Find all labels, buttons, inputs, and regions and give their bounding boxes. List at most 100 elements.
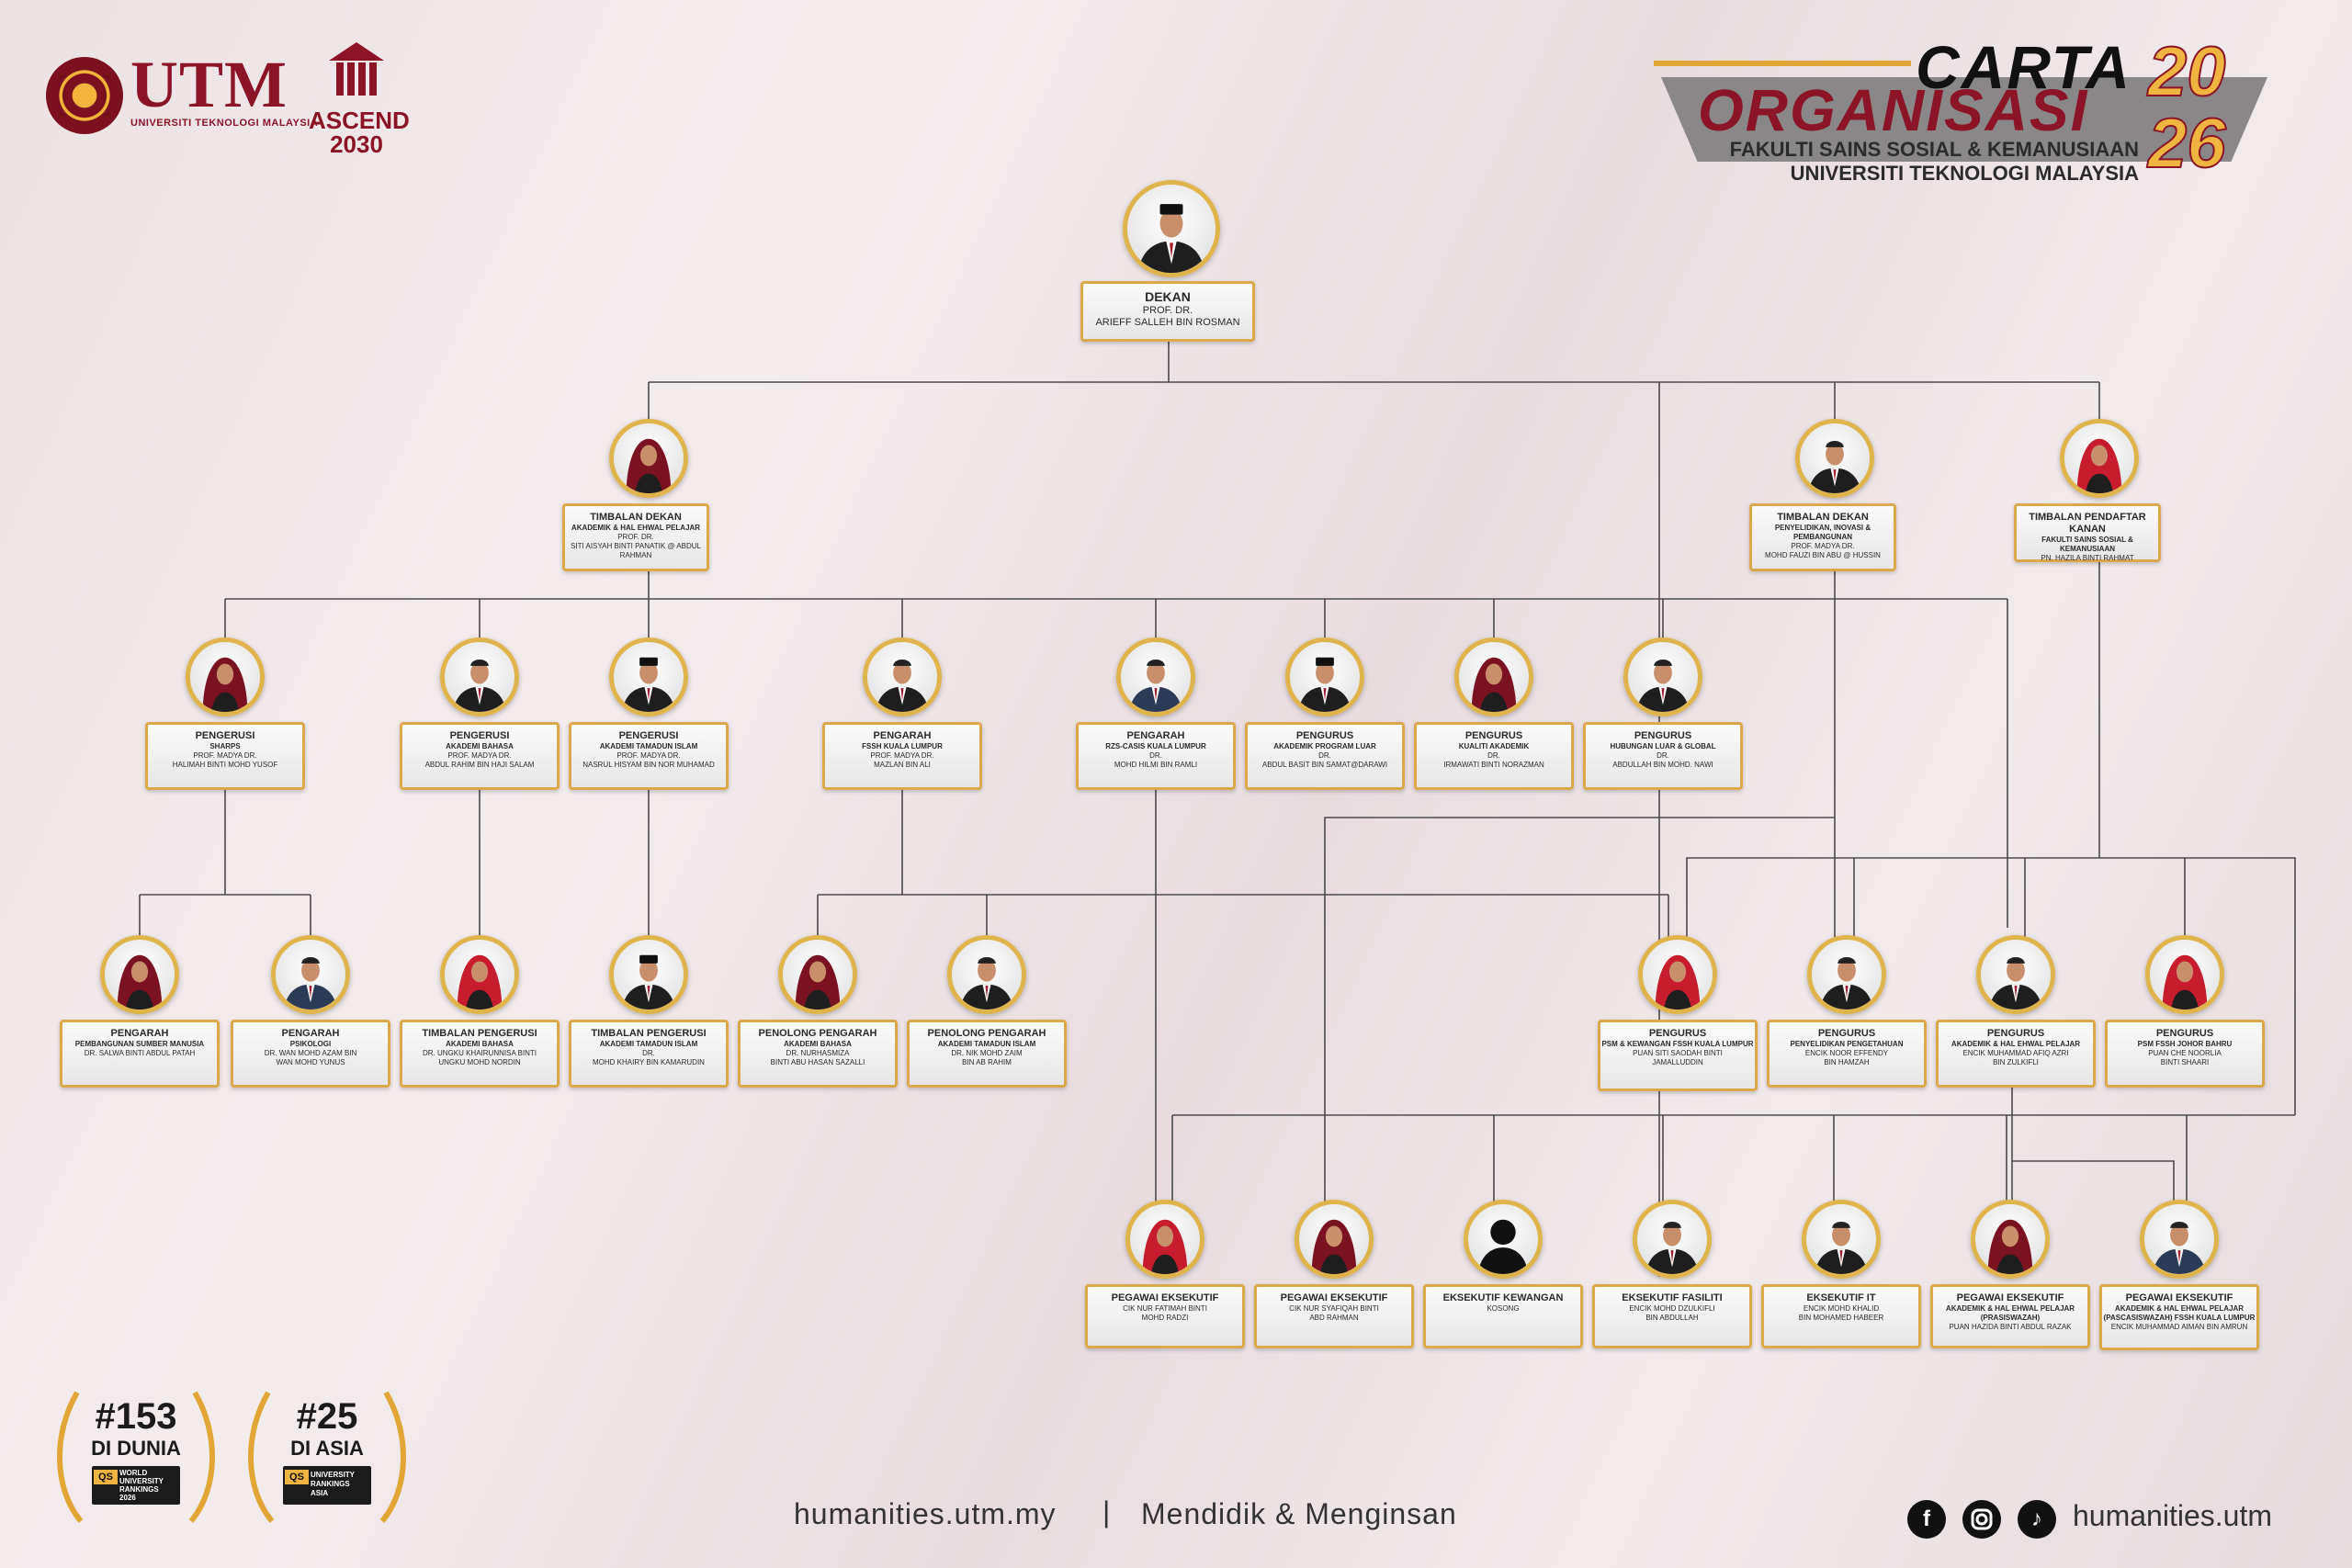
qs-label-line: ASIA (311, 1489, 329, 1497)
position-unit: AKADEMI BAHASA (784, 1040, 852, 1048)
utm-wordmark: UTM (130, 48, 288, 121)
ascend-year: 2030 (330, 130, 383, 158)
position-title: PENGERUSI (618, 730, 679, 741)
qs-mark: QS (94, 1470, 118, 1484)
person-name: IRMAWATI BINTI NORAZMAN (1443, 761, 1544, 769)
world-rank: #153 (95, 1396, 177, 1437)
position-unit: FSSH KUALA LUMPUR (862, 742, 943, 750)
person-honorific: ENCIK MOHD KHALID (1803, 1304, 1880, 1313)
portrait-avatar (2060, 419, 2139, 498)
qs-label-line: 2026 (119, 1494, 136, 1502)
person-name: ABD RAHMAN (1309, 1314, 1359, 1322)
instagram-icon[interactable] (1962, 1500, 2001, 1539)
position-title: PEGAWAI EKSEKUTIF (2125, 1292, 2233, 1303)
position-unit: PEMBANGUNAN SUMBER MANUSIA (74, 1040, 205, 1048)
title-organisasi: ORGANISASI (1698, 77, 2089, 143)
portrait-avatar (1971, 1200, 2050, 1279)
person-name: ABDUL BASIT BIN SAMAT@DARAWI (1261, 761, 1388, 769)
person-name: ABDUL RAHIM BIN HAJI SALAM (424, 761, 535, 769)
person-name: MOHD HILMI BIN RAMLI (1114, 761, 1198, 769)
laurel-left-icon (248, 1391, 275, 1523)
position-title: PEGAWAI EKSEKUTIF (1956, 1292, 2064, 1303)
position-unit: PSM & KEWANGAN FSSH KUALA LUMPUR (1601, 1040, 1754, 1048)
person-honorific: DR. (642, 1049, 655, 1057)
portrait-avatar (1116, 637, 1195, 716)
footer-separator: | (1102, 1495, 1111, 1529)
utm-emblem-icon (46, 57, 123, 134)
position-unit: PENYELIDIKAN PENGETAHUAN (1790, 1040, 1904, 1048)
person-honorific: DR. (1487, 751, 1500, 760)
person-name: SITI AISYAH BINTI PANATIK @ ABDUL RAHMAN (571, 542, 701, 559)
position-title: PEGAWAI EKSEKUTIF (1111, 1292, 1219, 1303)
portrait-avatar (947, 935, 1026, 1014)
person-honorific: CIK NUR SYAFIQAH BINTI (1289, 1304, 1379, 1313)
ascend-logo-icon (329, 42, 384, 96)
position-unit: PSIKOLOGI (289, 1040, 332, 1048)
person-honorific: PROF. DR. (1142, 305, 1193, 316)
position-unit: KUALITI AKADEMIK (1458, 742, 1530, 750)
position-unit: AKADEMIK & HAL EHWAL PELAJAR (PASCASISWA… (2103, 1304, 2256, 1322)
position-unit: PSM FSSH JOHOR BAHRU (2137, 1040, 2233, 1048)
position-title: EKSEKUTIF IT (1806, 1292, 1876, 1303)
person-honorific: PROF. MADYA DR. (447, 751, 512, 760)
position-unit: AKADEMI TAMADUN ISLAM (599, 742, 698, 750)
position-title: TIMBALAN DEKAN (1777, 512, 1869, 523)
person-honorific: PROF. MADYA DR. (1791, 542, 1855, 550)
laurel-right-icon (188, 1391, 215, 1523)
position-title: PENGURUS (1817, 1028, 1876, 1039)
position-title: PENGURUS (1648, 1028, 1707, 1039)
person-honorific: ENCIK MOHD DZULKIFLI (1629, 1304, 1715, 1313)
position-title: PENGARAH (281, 1028, 340, 1039)
website-link[interactable]: humanities.utm.my (794, 1497, 1057, 1530)
qs-world-ranking-badge: #153 DI DUNIA QS WORLD UNIVERSITY RANKIN… (44, 1387, 228, 1534)
position-unit: AKADEMI BAHASA (446, 742, 514, 750)
laurel-left-icon (57, 1391, 84, 1523)
person-honorific: DR. (1657, 751, 1669, 760)
person-name: KOSONG (1487, 1304, 1520, 1313)
person-honorific: DR. NIK MOHD ZAIM (951, 1049, 1023, 1057)
asia-rank-scope: DI ASIA (290, 1437, 364, 1460)
person-honorific: PUAN SITI SAODAH BINTI (1633, 1049, 1723, 1057)
qs-asia-logo: QS UNIVERSITY RANKINGS ASIA (283, 1466, 371, 1505)
portrait-avatar (100, 935, 179, 1014)
portrait-avatar (1807, 935, 1886, 1014)
tiktok-icon[interactable]: ♪ (2018, 1500, 2056, 1539)
portrait-avatar (609, 419, 688, 498)
person-name: BIN HAMZAH (1824, 1058, 1870, 1066)
position-unit: AKADEMIK & HAL EHWAL PELAJAR (571, 524, 701, 532)
tagline: Mendidik & Menginsan (1141, 1497, 1457, 1530)
portrait-avatar (863, 637, 942, 716)
person-name: DR. SALWA BINTI ABDUL PATAH (84, 1049, 196, 1057)
qs-world-logo: QS WORLD UNIVERSITY RANKINGS 2026 (92, 1466, 180, 1505)
person-name: BIN MOHAMED HABEER (1798, 1314, 1884, 1322)
person-honorific: DR. UNGKU KHAIRUNNISA BINTI (422, 1049, 537, 1057)
title-year: 20 26 (2147, 36, 2277, 183)
person-name: BIN ZULKIFLI (1993, 1058, 2039, 1066)
facebook-icon[interactable]: f (1907, 1500, 1946, 1539)
position-unit: AKADEMIK & HAL EHWAL PELAJAR (1951, 1040, 2081, 1048)
qs-mark: QS (285, 1470, 309, 1484)
person-name: JAMALLUDDIN (1652, 1058, 1703, 1066)
ascend-2030-logo: ASCEND 2030 (309, 108, 410, 158)
title-year-bottom: 26 (2147, 105, 2227, 183)
social-handle-link[interactable]: humanities.utm (2073, 1499, 2272, 1532)
person-name: PN. HAZILA BINTI RAHMAT (2041, 554, 2134, 562)
person-name: ARIEFF SALLEH BIN ROSMAN (1095, 317, 1240, 328)
portrait-avatar (609, 935, 688, 1014)
